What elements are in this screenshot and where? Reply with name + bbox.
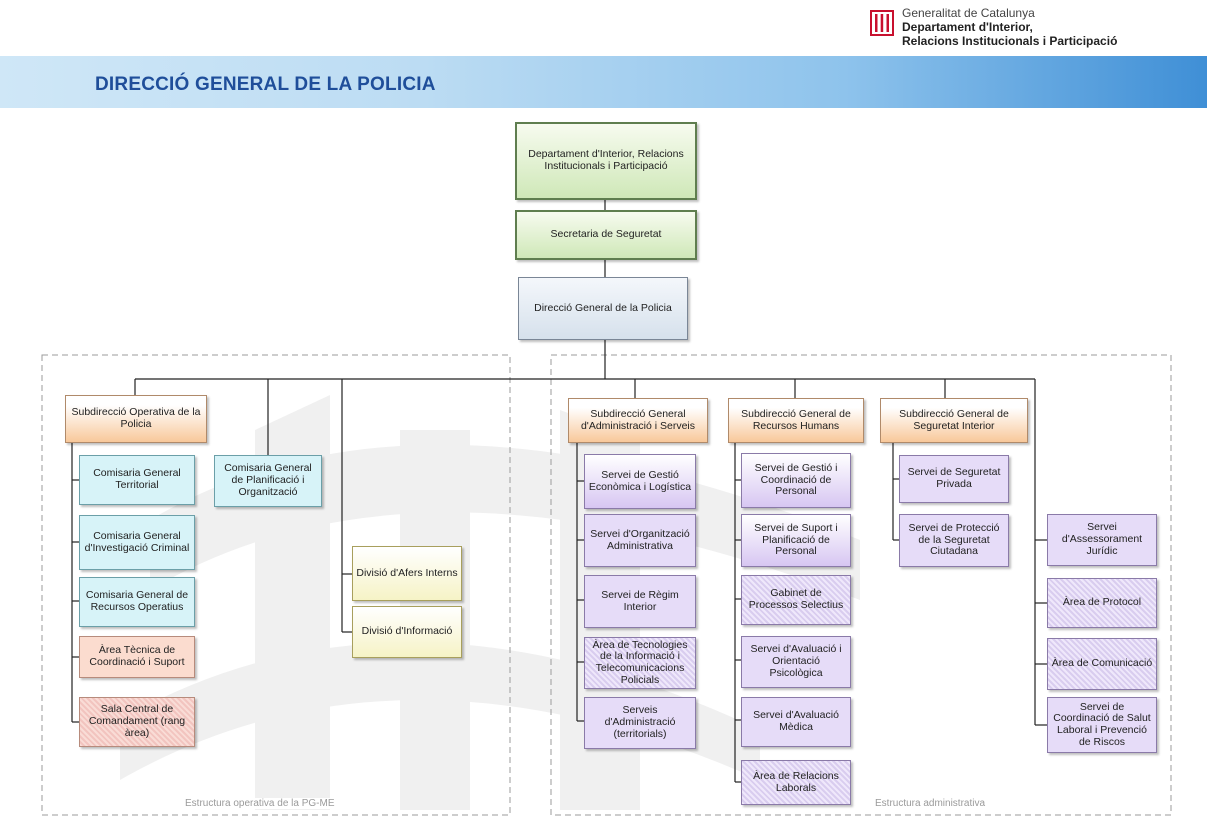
title-banner (0, 56, 1207, 108)
secretaria-box: Secretaria de Seguretat (515, 210, 697, 260)
servei-avaluacio-psicologica-box: Servei d'Avaluació i Orientació Psicològ… (741, 636, 851, 688)
servei-organitzacio-box: Servei d'Organització Administrativa (584, 514, 696, 567)
comisaria-territorial-box: Comisaria General Territorial (79, 455, 195, 505)
operativa-caption: Estructura operativa de la PG-ME (182, 798, 338, 809)
direccio-general-box: Direcció General de la Policia (518, 277, 688, 340)
area-tecnica-box: Àrea Tècnica de Coordinació i Suport (79, 636, 195, 678)
servei-suport-personal-box: Servei de Suport i Planificació de Perso… (741, 514, 851, 567)
subdireccio-administracio-box: Subdirecció General d'Administració i Se… (568, 398, 708, 443)
serveis-administracio-box: Serveis d'Administració (territorials) (584, 697, 696, 749)
servei-gestio-economica-box: Servei de Gestió Econòmica i Logística (584, 454, 696, 509)
department-box: Departament d'Interior, Relacions Instit… (515, 122, 697, 200)
department-name-line2: Relacions Institucionals i Participació (902, 34, 1118, 48)
administrativa-caption: Estructura administrativa (872, 798, 989, 809)
subdireccio-seguretat-interior-box: Subdirecció General de Seguretat Interio… (880, 398, 1028, 443)
comisaria-planificacio-box: Comisaria General de Planificació i Orga… (214, 455, 322, 507)
area-relacions-laborals-box: Àrea de Relacions Laborals (741, 760, 851, 805)
department-name-line1: Departament d'Interior, (902, 20, 1033, 34)
page-title: DIRECCIÓ GENERAL DE LA POLICIA (95, 74, 436, 95)
administrativa-region (550, 354, 1172, 816)
operativa-region (41, 354, 511, 816)
generalitat-stripes-icon (870, 10, 894, 36)
servei-avaluacio-medica-box: Servei d'Avaluació Mèdica (741, 697, 851, 747)
comisaria-investigacio-box: Comisaria General d'Investigació Crimina… (79, 515, 195, 570)
area-comunicacio-box: Àrea de Comunicació (1047, 638, 1157, 690)
area-tecnologies-box: Àrea de Tecnologies de la Informació i T… (584, 637, 696, 689)
gabinet-processos-box: Gabinet de Processos Selectius (741, 575, 851, 625)
servei-proteccio-box: Servei de Protecció de la Seguretat Ciut… (899, 514, 1009, 567)
org-name: Generalitat de Catalunya (902, 6, 1035, 20)
servei-seguretat-privada-box: Servei de Seguretat Privada (899, 455, 1009, 503)
sala-central-box: Sala Central de Comandament (rang àrea) (79, 697, 195, 747)
subdireccio-operativa-box: Subdirecció Operativa de la Policia (65, 395, 207, 443)
divisio-afers-interns-box: Divisió d'Afers Interns (352, 546, 462, 601)
servei-regim-interior-box: Servei de Règim Interior (584, 575, 696, 628)
subdireccio-recursos-humans-box: Subdirecció General de Recursos Humans (728, 398, 864, 443)
servei-salut-laboral-box: Servei de Coordinació de Salut Laboral i… (1047, 697, 1157, 753)
comisaria-recursos-box: Comisaria General de Recursos Operatius (79, 577, 195, 627)
servei-gestio-personal-box: Servei de Gestió i Coordinació de Person… (741, 453, 851, 508)
divisio-informacio-box: Divisió d'Informació (352, 606, 462, 658)
servei-assessorament-box: Servei d'Assessorament Jurídic (1047, 514, 1157, 566)
area-protocol-box: Àrea de Protocol (1047, 578, 1157, 628)
